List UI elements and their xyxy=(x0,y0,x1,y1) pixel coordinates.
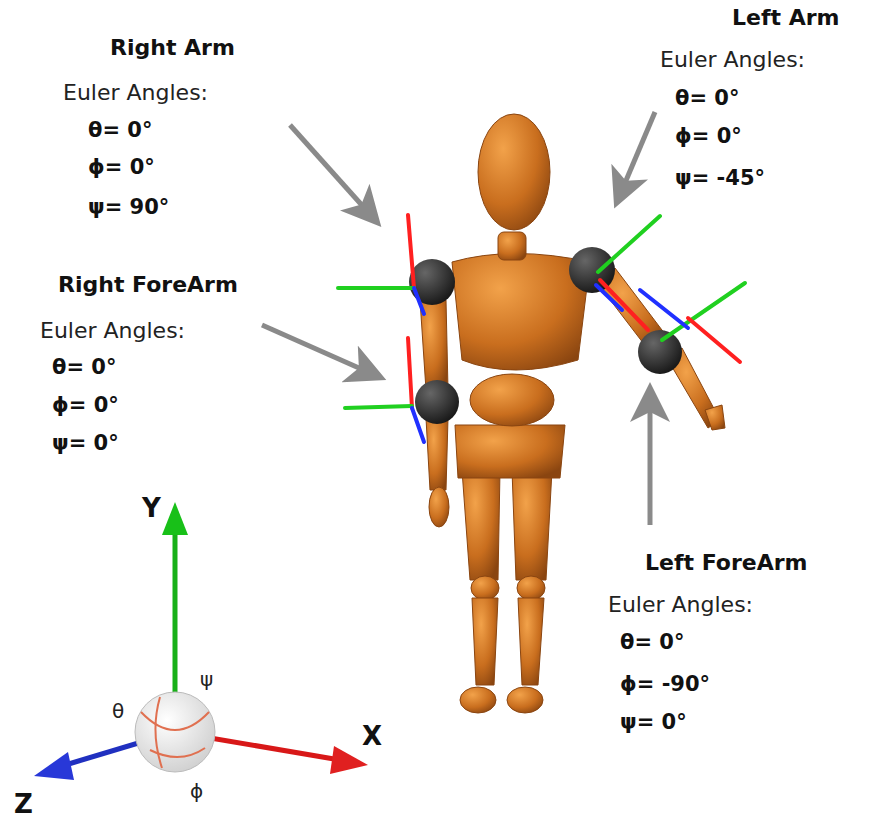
angle-value: θ= 0° xyxy=(88,118,152,142)
part-heading: Right Arm xyxy=(110,35,235,60)
angle-value: ψ= 90° xyxy=(88,195,169,219)
axis-name: X xyxy=(362,722,382,752)
angle-value: ϕ= -90° xyxy=(620,672,710,696)
angle-value: θ= 0° xyxy=(52,355,116,379)
angle-value: ψ= 0° xyxy=(52,431,119,455)
rotation-symbol: ψ xyxy=(200,668,213,691)
euler-heading: Euler Angles: xyxy=(608,592,753,617)
axis-name: Z xyxy=(14,790,33,820)
euler-heading: Euler Angles: xyxy=(660,47,805,72)
axis-name: Y xyxy=(142,494,161,524)
part-heading: Left ForeArm xyxy=(645,550,808,575)
angle-value: θ= 0° xyxy=(620,630,684,654)
angle-value: ϕ= 0° xyxy=(88,155,155,179)
angle-value: ϕ= 0° xyxy=(52,393,119,417)
part-heading: Right ForeArm xyxy=(58,272,238,297)
angle-value: ψ= -45° xyxy=(675,166,765,190)
euler-heading: Euler Angles: xyxy=(40,318,185,343)
angle-value: ϕ= 0° xyxy=(675,124,742,148)
rotation-symbol: ϕ xyxy=(190,780,203,803)
rotation-symbol: θ xyxy=(112,700,124,723)
part-heading: Left Arm xyxy=(732,5,840,30)
angle-value: θ= 0° xyxy=(675,86,739,110)
angle-value: ψ= 0° xyxy=(620,710,687,734)
euler-heading: Euler Angles: xyxy=(63,80,208,105)
